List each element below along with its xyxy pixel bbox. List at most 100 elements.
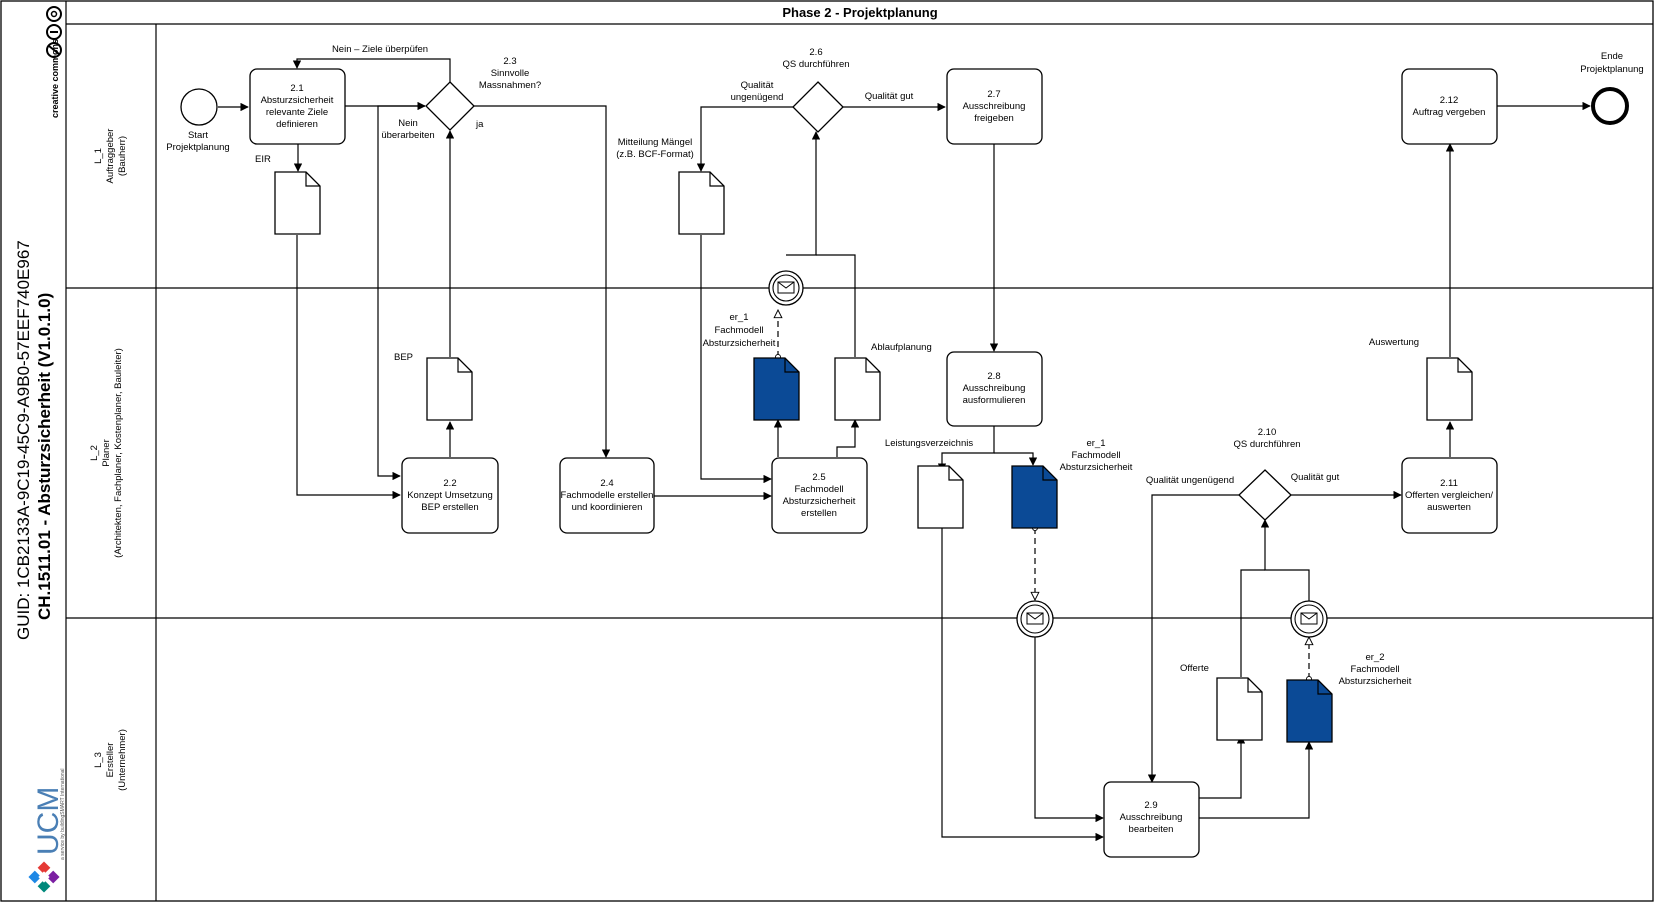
svg-text:Absturzsicherheit: Absturzsicherheit — [783, 496, 856, 507]
document-auswertung[interactable]: Auswertung — [1369, 337, 1473, 421]
svg-text:Auswertung: Auswertung — [1369, 337, 1419, 348]
svg-text:Start: Start — [188, 130, 208, 141]
svg-text:überarbeiten: überarbeiten — [381, 130, 434, 141]
svg-text:(z.B. BCF-Format): (z.B. BCF-Format) — [616, 149, 694, 160]
svg-text:Nein: Nein — [398, 118, 418, 129]
svg-text:2.11: 2.11 — [1440, 478, 1458, 489]
svg-text:Absturzsicherheit: Absturzsicherheit — [1339, 676, 1412, 687]
task-2-1[interactable]: 2.1 Absturzsicherheit relevante Ziele de… — [249, 68, 346, 145]
svg-text:2.7: 2.7 — [987, 89, 1000, 100]
envelope-icon — [777, 281, 795, 294]
svg-text:(Bauherr): (Bauherr) — [117, 136, 128, 176]
svg-text:QS durchführen: QS durchführen — [782, 59, 849, 70]
gateway-2-3[interactable]: 2.3 Sinnvolle Massnahmen? — [425, 56, 541, 131]
svg-text:Fachmodell: Fachmodell — [1071, 450, 1120, 461]
svg-text:a service by buildingSMART Int: a service by buildingSMART International — [60, 768, 66, 860]
svg-text:Fachmodell: Fachmodell — [1350, 664, 1399, 675]
lane-label-l3: L_3 Ersteller (Unternehmer) — [93, 729, 128, 791]
start-event[interactable]: Start Projektplanung — [166, 88, 230, 153]
svg-text:creative commons: creative commons — [50, 39, 60, 118]
svg-text:ja: ja — [475, 119, 484, 130]
svg-text:Auftrag vergeben: Auftrag vergeben — [1413, 107, 1486, 118]
task-2-9[interactable]: 2.9 Ausschreibung bearbeiten — [1103, 781, 1200, 858]
svg-text:Projektplanung: Projektplanung — [1580, 64, 1643, 75]
svg-text:BEP erstellen: BEP erstellen — [421, 502, 478, 513]
svg-text:2.5: 2.5 — [812, 472, 825, 483]
task-2-12[interactable]: 2.12 Auftrag vergeben — [1401, 68, 1498, 145]
svg-text:ungenügend: ungenügend — [731, 92, 784, 103]
task-2-8[interactable]: 2.8 Ausschreibung ausformulieren — [946, 351, 1043, 427]
svg-text:Absturzsicherheit: Absturzsicherheit — [261, 95, 334, 106]
document-eir[interactable]: EIR — [255, 154, 321, 235]
svg-text:L_2: L_2 — [89, 445, 100, 461]
svg-text:er_2: er_2 — [1365, 652, 1384, 663]
svg-text:Leistungsverzeichnis: Leistungsverzeichnis — [885, 438, 973, 449]
svg-text:Ende: Ende — [1601, 51, 1623, 62]
svg-text:Nein – Ziele überpüfen: Nein – Ziele überpüfen — [332, 44, 428, 55]
end-event[interactable]: Ende Projektplanung — [1580, 51, 1644, 125]
svg-text:BEP: BEP — [394, 352, 413, 363]
document-leistungsverzeichnis[interactable]: Leistungsverzeichnis — [885, 438, 973, 529]
flow-labels: Nein – Ziele überpüfen Nein überarbeiten… — [332, 44, 1340, 486]
svg-text:L_3: L_3 — [93, 752, 104, 768]
document-offerte[interactable]: Offerte — [1180, 663, 1263, 741]
svg-text:2.3: 2.3 — [503, 56, 516, 67]
document-er2-fachmodell[interactable]: er_2 Fachmodell Absturzsicherheit — [1286, 652, 1412, 743]
lane-label-l1: L_1 Auftraggeber (Bauherr) — [93, 129, 128, 184]
process-title: CH.1511.01 - Absturzsicherheit (V1.0.1.0… — [35, 293, 54, 620]
svg-text:Qualität ungenügend: Qualität ungenügend — [1146, 475, 1234, 486]
phase-title: Phase 2 - Projektplanung — [782, 5, 937, 20]
svg-text:freigeben: freigeben — [974, 113, 1014, 124]
svg-text:EIR: EIR — [255, 154, 271, 165]
document-er1-fachmodell[interactable]: er_1 Fachmodell Absturzsicherheit — [703, 312, 800, 421]
svg-text:Fachmodelle erstellen: Fachmodelle erstellen — [561, 490, 654, 501]
creative-commons-icon: creative commons — [46, 6, 62, 118]
svg-text:2.10: 2.10 — [1258, 427, 1277, 438]
task-2-4[interactable]: 2.4 Fachmodelle erstellen und koordinier… — [559, 457, 655, 534]
message-event-3[interactable] — [1290, 600, 1328, 638]
task-2-5[interactable]: 2.5 Fachmodell Absturzsicherheit erstell… — [771, 457, 868, 534]
svg-text:QS durchführen: QS durchführen — [1233, 439, 1300, 450]
svg-text:Absturzsicherheit: Absturzsicherheit — [703, 338, 776, 349]
svg-text:Qualität gut: Qualität gut — [1291, 472, 1340, 483]
svg-text:UCM: UCM — [32, 787, 65, 855]
envelope-icon — [1300, 612, 1318, 625]
svg-text:L_1: L_1 — [93, 148, 104, 164]
svg-text:2.9: 2.9 — [1144, 800, 1157, 811]
svg-text:2.6: 2.6 — [809, 47, 822, 58]
svg-text:(Unternehmer): (Unternehmer) — [117, 729, 128, 791]
svg-text:er_1: er_1 — [1086, 438, 1105, 449]
task-2-11[interactable]: 2.11 Offerten vergleichen/ auswerten — [1401, 457, 1498, 534]
message-event-1[interactable] — [768, 270, 804, 306]
envelope-icon — [1026, 612, 1044, 625]
svg-text:relevante Ziele: relevante Ziele — [266, 107, 328, 118]
message-event-2[interactable] — [1016, 600, 1054, 638]
svg-text:Fachmodell: Fachmodell — [714, 325, 763, 336]
svg-text:Mitteilung Mängel: Mitteilung Mängel — [618, 137, 692, 148]
svg-text:Auftraggeber: Auftraggeber — [105, 129, 116, 184]
svg-text:definieren: definieren — [276, 119, 318, 130]
task-2-7[interactable]: 2.7 Ausschreibung freigeben — [946, 68, 1043, 145]
message-associations — [778, 310, 1309, 679]
svg-text:erstellen: erstellen — [801, 508, 837, 519]
svg-text:Projektplanung: Projektplanung — [166, 142, 229, 153]
svg-text:2.1: 2.1 — [290, 83, 303, 94]
svg-text:Offerte: Offerte — [1180, 663, 1209, 674]
document-er1-ausschreibung[interactable]: er_1 Fachmodell Absturzsicherheit — [1011, 438, 1133, 529]
gateway-2-6[interactable]: 2.6 QS durchführen — [782, 47, 850, 133]
gateway-2-10[interactable]: 2.10 QS durchführen — [1233, 427, 1301, 521]
svg-text:Fachmodell: Fachmodell — [794, 484, 843, 495]
svg-text:Qualität: Qualität — [741, 80, 774, 91]
document-ablaufplanung[interactable]: Ablaufplanung — [834, 342, 932, 421]
document-maengel[interactable]: Mitteilung Mängel (z.B. BCF-Format) — [616, 137, 725, 235]
svg-text:2.2: 2.2 — [443, 478, 456, 489]
svg-text:Ablaufplanung: Ablaufplanung — [871, 342, 932, 353]
svg-text:auswerten: auswerten — [1427, 502, 1471, 513]
task-2-2[interactable]: 2.2 Konzept Umsetzung BEP erstellen — [401, 457, 499, 534]
svg-text:er_1: er_1 — [729, 312, 748, 323]
svg-text:und koordinieren: und koordinieren — [572, 502, 643, 513]
svg-text:2.12: 2.12 — [1440, 95, 1459, 106]
document-bep[interactable]: BEP — [394, 352, 473, 421]
